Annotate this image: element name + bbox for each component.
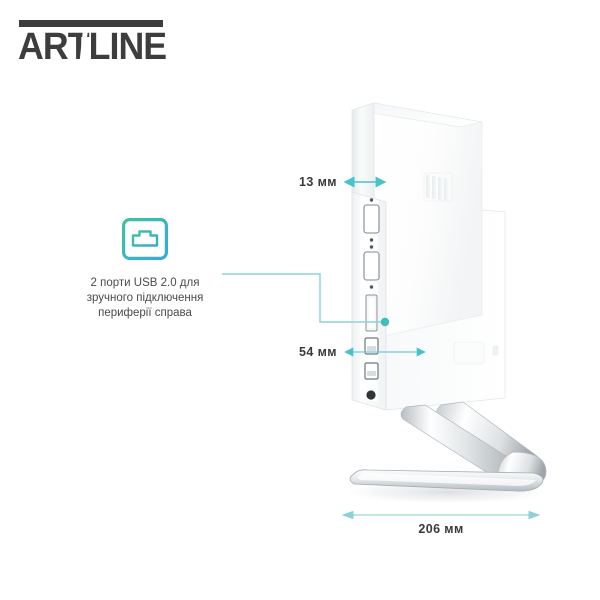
dimension-label-54mm: 54 мм: [299, 345, 337, 359]
stand-base-highlight: [357, 472, 536, 486]
dimension-label-13mm: 13 мм: [299, 175, 337, 189]
brand-logo: ARTLINE: [18, 20, 178, 70]
usb-port-1: [364, 337, 379, 355]
screw-dot-1: [369, 238, 374, 242]
screw-dot-2: [369, 285, 374, 289]
dimension-label-206mm: 206 мм: [418, 522, 464, 536]
display-back-panel: [373, 102, 483, 339]
logo-top-bar: [19, 20, 163, 27]
video-port-1: [363, 198, 380, 234]
lan-port: [365, 294, 378, 332]
usb-callout-text: 2 порти USB 2.0 для зручного підключення…: [86, 277, 204, 319]
usb-callout: 2 порти USB 2.0 для зручного підключення…: [60, 218, 230, 321]
product-image-all-in-one-pc: [330, 80, 580, 510]
vent-grille: [423, 172, 453, 202]
rear-badge: [453, 341, 485, 365]
rear-indicator: [492, 345, 499, 356]
port-cluster: [363, 198, 380, 400]
usb-port-icon: [122, 218, 168, 260]
usb-port-2: [364, 362, 379, 380]
brand-name: ARTLINE: [18, 26, 167, 68]
audio-jack: [366, 390, 376, 400]
